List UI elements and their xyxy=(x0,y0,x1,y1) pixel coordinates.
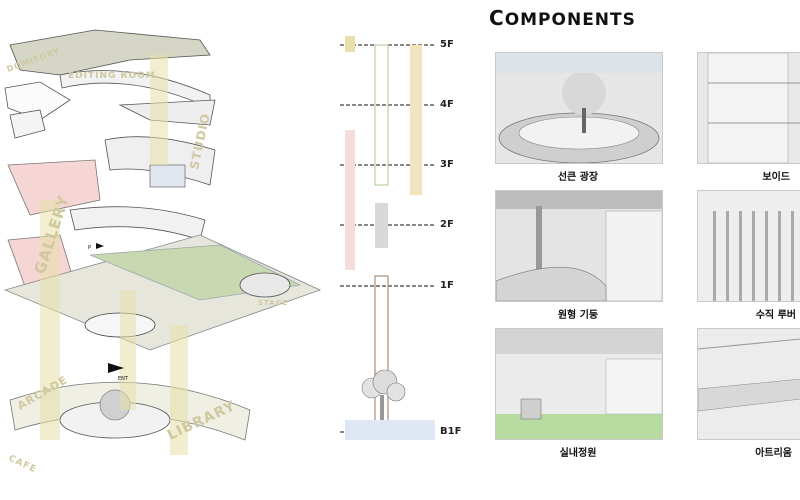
caption-void: 보이드 xyxy=(762,172,790,183)
floor-label-3f: 3F xyxy=(440,159,454,170)
green-outline-shaft xyxy=(374,44,389,186)
component-card-round-column: 원형 기둥 xyxy=(495,190,663,321)
tree-icon xyxy=(361,369,406,420)
component-card-sunken-plaza: 선큰 광장 xyxy=(495,52,663,183)
component-card-void: 보이드 xyxy=(697,52,800,183)
floor-label-4f: 4F xyxy=(440,99,454,110)
indoor-garden-image xyxy=(495,328,663,440)
floor-label-2f: 2F xyxy=(440,219,454,230)
caption-atrium: 아트리움 xyxy=(755,448,792,459)
yellow-shaft xyxy=(410,45,422,195)
component-card-atrium: 아트리움 xyxy=(697,328,800,459)
component-card-indoor-garden: 실내정원 xyxy=(495,328,663,459)
round-column-image xyxy=(495,190,663,302)
caption-sunken-plaza: 선큰 광장 xyxy=(557,172,599,183)
entrance-arrow xyxy=(108,363,124,373)
label-cafe: CAFE xyxy=(7,454,38,476)
label-ent: ENT xyxy=(118,376,129,382)
caption-vertical-louver: 수직 루버 xyxy=(755,310,796,321)
blue-base xyxy=(345,420,435,440)
caption-round-column: 원형 기둥 xyxy=(557,310,599,321)
component-card-vertical-louver: 수직 루버 xyxy=(697,190,800,321)
dormitory-block xyxy=(9,29,211,76)
label-p: P xyxy=(88,245,91,251)
caption-indoor-garden: 실내정원 xyxy=(559,448,597,459)
section-diagram xyxy=(340,36,435,440)
label-stage: STAGE xyxy=(258,299,288,307)
floor-label-b1f: B1F xyxy=(440,426,462,437)
pink-shaft xyxy=(345,130,355,270)
grey-block xyxy=(375,203,388,248)
vertical-louver-image xyxy=(697,190,800,302)
void-image xyxy=(697,52,800,164)
components-title: COMPONENTS xyxy=(489,6,636,30)
yellow-bar-top xyxy=(345,36,355,52)
parking-arrow xyxy=(96,243,104,249)
label-editing-room: EDITING ROOM xyxy=(68,71,156,81)
sunken-plaza-image xyxy=(495,52,663,164)
exploded-axonometric: DOMITORY EDITING ROOM STUDIO GALLERY STA… xyxy=(3,29,322,476)
floor-label-1f: 1F xyxy=(440,280,454,291)
atrium-image xyxy=(697,328,800,440)
floor-label-5f: 5F xyxy=(440,39,454,50)
